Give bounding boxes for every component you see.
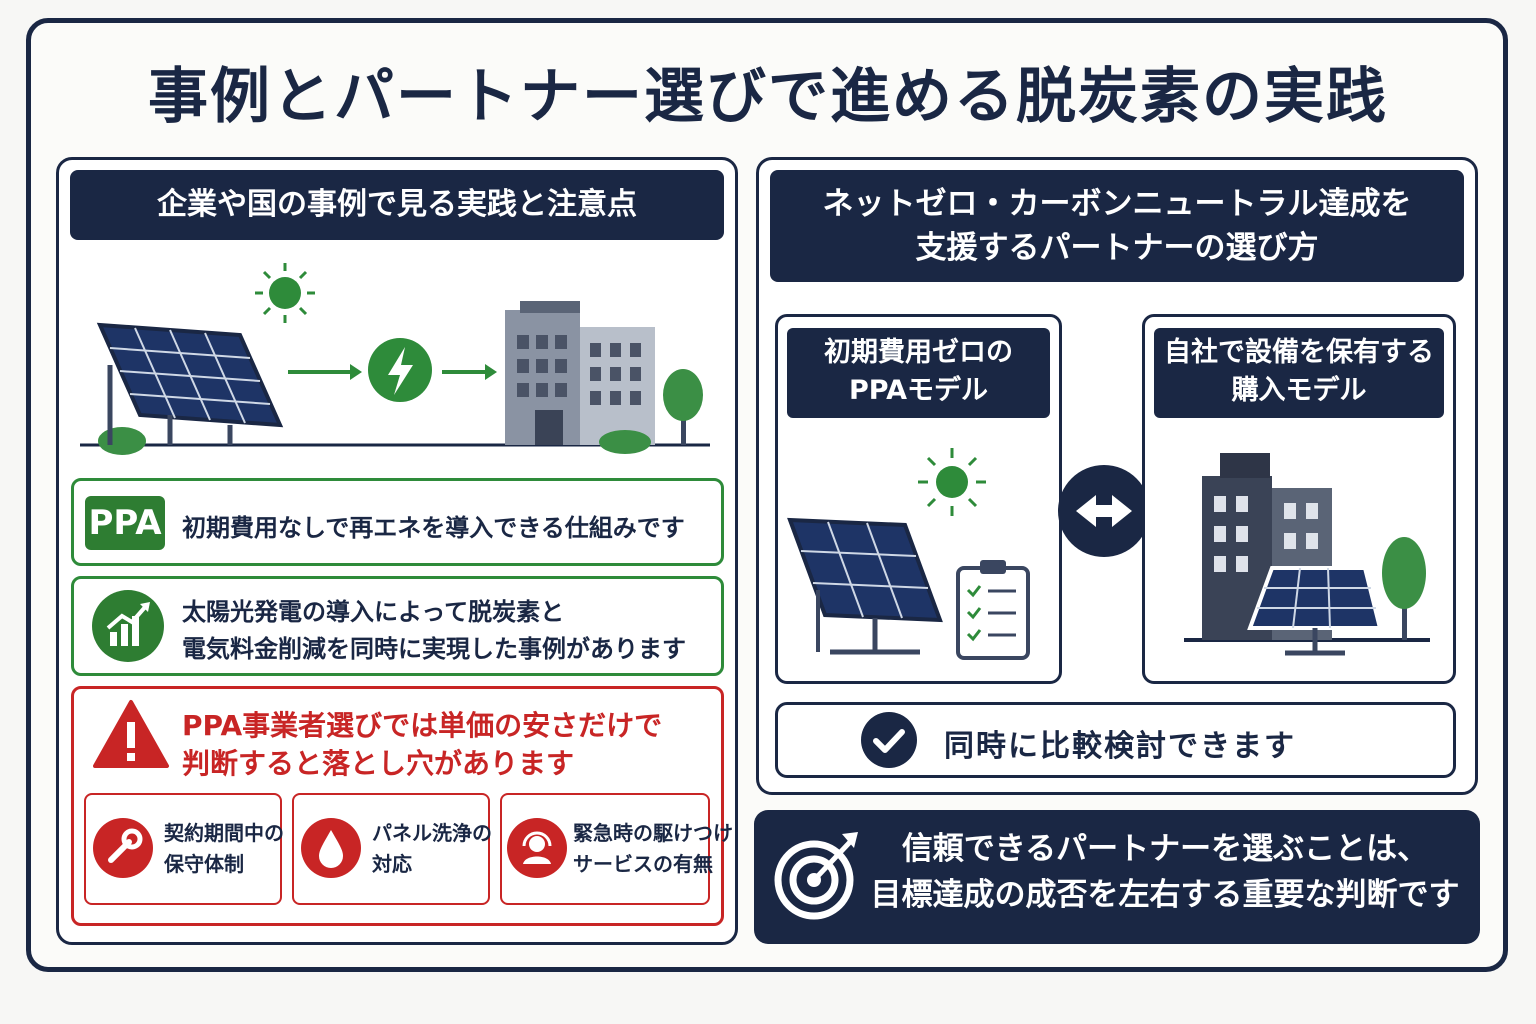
arrow-right-icon <box>442 364 497 380</box>
right-panel-header: ネットゼロ・カーボンニュートラル達成を 支援するパートナーの選び方 <box>770 170 1464 282</box>
purchase-model-illustration <box>1184 453 1430 656</box>
option-purchase-line2: 購入モデル <box>1231 375 1367 406</box>
office-building-icon <box>505 301 655 445</box>
warning-line2: 判断すると落とし穴があります <box>182 747 575 780</box>
right-header-line2: 支援するパートナーの選び方 <box>915 230 1319 266</box>
option-ppa-line2: PPAモデル <box>849 375 988 406</box>
growth-chart-icon <box>92 590 164 662</box>
compare-text: 同時に比較検討できます <box>944 729 1296 764</box>
conclusion-text: 信頼できるパートナーを選ぶことは、 目標達成の成否を左右する重要な判断です <box>860 826 1470 918</box>
check-item-maintenance-line1: 契約期間中の <box>164 821 284 845</box>
option-ppa-model-header: 初期費用ゼロの PPAモデル <box>787 328 1050 418</box>
conclusion-line2: 目標達成の成否を左右する重要な判断です <box>870 877 1460 913</box>
conclusion-line1: 信頼できるパートナーを選ぶことは、 <box>901 831 1429 867</box>
tree-icon <box>1382 537 1426 640</box>
solar-panel-icon <box>96 322 284 445</box>
check-item-maintenance-line2: 保守体制 <box>164 852 244 876</box>
sun-icon <box>255 263 315 323</box>
double-arrow-icon <box>1058 465 1150 557</box>
arrow-right-icon <box>288 364 362 380</box>
support-person-icon <box>507 818 567 878</box>
warning-line1: PPA事業者選びでは単価の安さだけで <box>182 709 663 742</box>
target-arrow-icon <box>774 832 858 920</box>
check-item-emergency-line2: サービスの有無 <box>573 852 713 876</box>
case-study-line1: 太陽光発電の導入によって脱炭素と <box>182 598 565 626</box>
lightning-bolt-icon <box>368 338 432 402</box>
left-panel-header: 企業や国の事例で見る実践と注意点 <box>70 170 724 240</box>
sun-icon <box>918 448 986 516</box>
clipboard-checklist-icon <box>956 560 1030 660</box>
ppa-definition-box <box>71 478 724 566</box>
page-title: 事例とパートナー選びで進める脱炭素の実践 <box>148 62 1388 132</box>
water-drop-icon <box>301 818 361 878</box>
ppa-badge: PPA <box>85 496 165 550</box>
checkmark-circle-icon <box>861 712 917 768</box>
case-study-line2: 電気料金削減を同時に実現した事例があります <box>182 635 686 663</box>
right-header-line1: ネットゼロ・カーボンニュートラル達成を <box>822 186 1412 222</box>
ppa-model-illustration <box>787 448 1030 660</box>
solar-to-building-illustration <box>80 263 710 455</box>
solar-panel-icon <box>1247 566 1383 656</box>
option-purchase-line1: 自社で設備を保有する <box>1164 337 1434 368</box>
check-item-cleaning-line1: パネル洗浄の <box>372 821 492 845</box>
ppa-definition-text: 初期費用なしで再エネを導入できる仕組みです <box>182 514 685 542</box>
tree-icon <box>663 369 703 445</box>
option-ppa-line1: 初期費用ゼロの <box>824 337 1013 368</box>
check-item-cleaning-line2: 対応 <box>372 852 412 876</box>
case-study-box <box>71 576 724 676</box>
option-purchase-model-header: 自社で設備を保有する 購入モデル <box>1154 328 1444 418</box>
solar-panel-icon <box>787 517 943 655</box>
warning-triangle-icon <box>93 700 169 768</box>
conclusion-box <box>754 810 1480 944</box>
check-item-emergency-line1: 緊急時の駆けつけ <box>573 821 733 845</box>
wrench-icon <box>93 818 153 878</box>
